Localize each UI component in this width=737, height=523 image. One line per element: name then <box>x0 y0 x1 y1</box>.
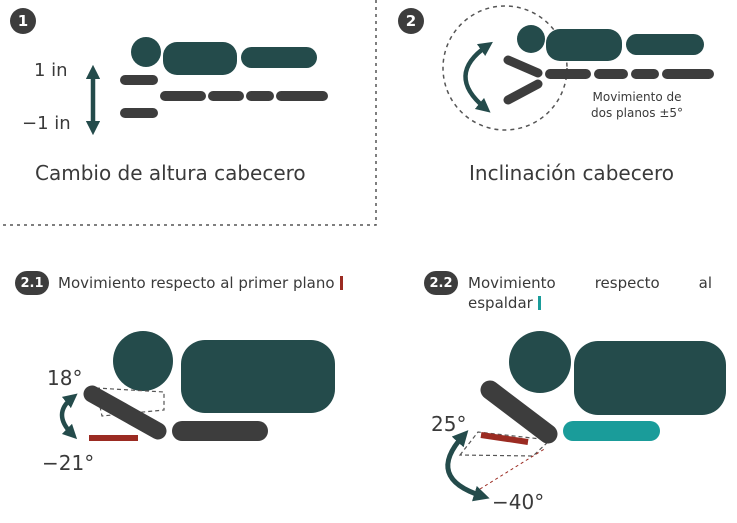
angle-arrow <box>59 393 78 440</box>
bed-segment <box>246 91 274 101</box>
step-badge-2-1: 2.1 <box>15 271 49 295</box>
two-plane-note: Movimiento de dos planos ±5° <box>591 89 683 121</box>
headrest-down <box>503 79 543 105</box>
bed-segment <box>662 69 714 79</box>
bed-segment <box>631 69 659 79</box>
bed-segment <box>208 91 244 101</box>
panel-1-caption: Cambio de altura cabecero <box>35 161 306 185</box>
torso-shape <box>181 340 335 413</box>
head-icon <box>113 331 173 391</box>
angle-up-label: 25° <box>431 412 467 436</box>
headrest-tilt-line <box>480 432 529 445</box>
teal-reference-marker <box>537 296 541 310</box>
red-reference-marker <box>339 276 343 290</box>
torso-shape <box>574 341 726 415</box>
angle-down-label: −40° <box>492 490 545 514</box>
headrest-up <box>503 55 543 78</box>
head-icon <box>509 331 571 393</box>
headrest-bar <box>480 380 558 444</box>
head-icon <box>131 37 161 67</box>
panel-separator <box>0 0 377 226</box>
panel-2-2-title: Movimiento respecto al espaldar <box>468 273 712 313</box>
step-badge-2-2: 2.2 <box>424 271 458 295</box>
height-up-label: 1 in <box>34 60 68 81</box>
first-plane-reference <box>89 435 138 441</box>
head-icon <box>517 25 545 53</box>
tilt-arrow <box>463 41 493 113</box>
legs-shape <box>241 47 317 68</box>
bed-segment <box>545 69 591 79</box>
backrest-reference <box>563 421 660 441</box>
panel-2-1-title-text: Movimiento respecto al primer plano <box>58 274 335 292</box>
bed-segment <box>594 69 628 79</box>
torso-shape <box>163 42 237 75</box>
torso-shape <box>546 29 622 61</box>
angle-guide <box>479 447 547 490</box>
angle-up-label: 18° <box>47 366 83 390</box>
headrest-bottom <box>120 108 158 118</box>
angle-arrow <box>445 430 490 502</box>
bed-segment <box>276 91 328 101</box>
step-badge-1: 1 <box>10 8 36 34</box>
height-down-label: −1 in <box>22 113 71 134</box>
panel-2-1-title: Movimiento respecto al primer plano <box>58 273 343 293</box>
angle-down-label: −21° <box>42 451 95 475</box>
panel-2-2-title-text: Movimiento respecto al espaldar <box>468 274 712 312</box>
headrest-top <box>120 75 158 85</box>
two-plane-note-line1: Movimiento de <box>592 90 682 104</box>
step-badge-2: 2 <box>398 8 424 34</box>
legs-shape <box>626 34 704 55</box>
panel-2-caption: Inclinación cabecero <box>469 161 675 185</box>
bed-segment <box>172 421 268 441</box>
headrest-bar <box>83 385 167 440</box>
rotation-zone-circle <box>442 5 568 131</box>
two-plane-note-line2: dos planos ±5° <box>591 106 684 120</box>
bed-segment <box>160 91 206 101</box>
